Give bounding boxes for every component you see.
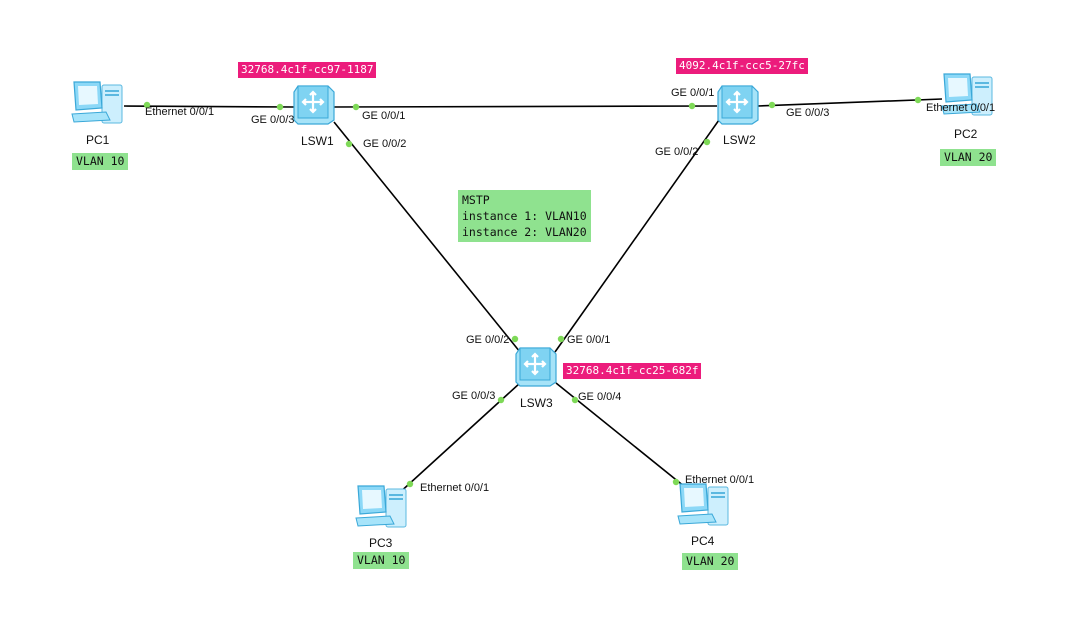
mstp-note: MSTP instance 1: VLAN10 instance 2: VLAN20 <box>458 190 591 242</box>
link-lsw2-pc2[interactable] <box>757 98 943 107</box>
pc4-vlan-tag: VLAN 20 <box>682 553 739 570</box>
lsw1-bridge-id: 32768.4c1f-cc97-1187 <box>238 62 377 78</box>
link-lsw1-lsw2[interactable] <box>331 105 718 108</box>
switch-icon[interactable] <box>514 346 558 388</box>
mstp-note-line2: instance 2: VLAN20 <box>462 225 587 239</box>
port-label-lsw3-ge4: GE 0/0/4 <box>578 391 622 403</box>
port-label-lsw3-ge3: GE 0/0/3 <box>452 390 496 402</box>
port-label-lsw1-ge1: GE 0/0/1 <box>362 110 406 122</box>
port-label-pc4-eth: Ethernet 0/0/1 <box>685 474 755 486</box>
pc2-name: PC2 <box>954 127 978 141</box>
port-dot-lsw2-ge2 <box>703 138 711 146</box>
pc-icon[interactable] <box>940 72 996 122</box>
link-pc1-lsw1[interactable] <box>123 105 295 108</box>
port-dot-lsw1-ge1 <box>352 103 360 111</box>
port-dot-lsw1-ge2 <box>345 140 353 148</box>
port-dot-lsw3-ge3 <box>497 396 505 404</box>
port-label-pc3-eth: Ethernet 0/0/1 <box>420 482 490 494</box>
port-dot-lsw2-ge3 <box>768 101 776 109</box>
port-dot-pc1-eth <box>143 101 151 109</box>
port-dot-lsw3-ge2 <box>511 335 519 343</box>
port-label-lsw2-ge3: GE 0/0/3 <box>786 107 830 119</box>
port-label-lsw3-ge2: GE 0/0/2 <box>466 334 510 346</box>
pc3-name: PC3 <box>369 536 393 550</box>
switch-icon[interactable] <box>292 84 336 126</box>
port-dot-lsw1-ge3 <box>276 103 284 111</box>
pc2-vlan-tag: VLAN 20 <box>940 149 997 166</box>
port-label-pc2-eth: Ethernet 0/0/1 <box>926 102 996 114</box>
port-label-pc1-eth: Ethernet 0/0/1 <box>145 106 215 118</box>
pc4-name: PC4 <box>691 534 715 548</box>
pc3-vlan-tag: VLAN 10 <box>353 552 410 569</box>
port-dot-pc4-eth <box>672 478 680 486</box>
port-label-lsw2-ge2: GE 0/0/2 <box>655 146 699 158</box>
lsw2-bridge-id: 4092.4c1f-ccc5-27fc <box>676 58 808 74</box>
link-lsw3-pc4[interactable] <box>555 382 691 492</box>
pc1-name: PC1 <box>86 133 110 147</box>
switch-icon[interactable] <box>716 84 760 126</box>
link-lsw2-lsw3[interactable] <box>554 119 720 353</box>
mstp-note-line1: instance 1: VLAN10 <box>462 209 587 223</box>
port-dot-lsw2-ge1 <box>688 102 696 110</box>
pc-icon[interactable] <box>676 482 732 532</box>
lsw3-name: LSW3 <box>520 396 553 410</box>
port-dot-pc3-eth <box>406 480 414 488</box>
port-dot-lsw3-ge1 <box>557 335 565 343</box>
lsw3-bridge-id: 32768.4c1f-cc25-682f <box>563 363 702 379</box>
mstp-note-title: MSTP <box>462 193 490 207</box>
link-lsw1-lsw3[interactable] <box>333 121 521 353</box>
pc-icon[interactable] <box>354 484 410 534</box>
port-label-lsw2-ge1: GE 0/0/1 <box>671 87 715 99</box>
port-dot-pc2-eth <box>914 96 922 104</box>
lsw2-name: LSW2 <box>723 133 756 147</box>
pc1-vlan-tag: VLAN 10 <box>72 153 129 170</box>
pc-icon[interactable] <box>70 80 126 130</box>
lsw1-name: LSW1 <box>301 134 334 148</box>
port-dot-lsw3-ge4 <box>571 396 579 404</box>
port-label-lsw1-ge3: GE 0/0/3 <box>251 114 295 126</box>
port-label-lsw1-ge2: GE 0/0/2 <box>363 138 407 150</box>
port-label-lsw3-ge1: GE 0/0/1 <box>567 334 611 346</box>
